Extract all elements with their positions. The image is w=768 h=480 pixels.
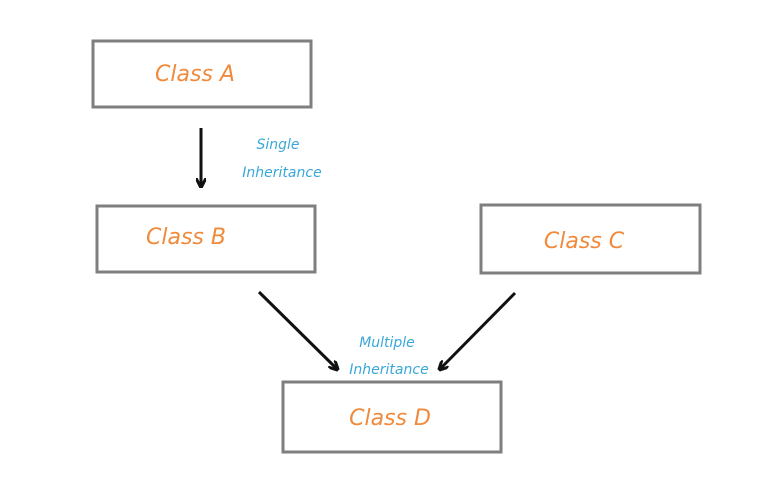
class-c-label: Class C xyxy=(544,229,625,254)
class-d-box: Class D xyxy=(281,380,503,454)
arrow-c-to-d xyxy=(440,291,517,369)
class-a-box: Class A xyxy=(91,39,313,109)
single-inheritance-note-line1: Single xyxy=(256,137,299,153)
multiple-inheritance-note-line2: Inheritance xyxy=(349,362,428,378)
class-d-label: Class D xyxy=(349,406,431,431)
multiple-inheritance-note-line1: Multiple xyxy=(359,335,415,351)
class-c-box: Class C xyxy=(479,203,702,275)
class-b-label: Class B xyxy=(146,225,226,250)
arrow-b-to-d xyxy=(257,290,337,369)
single-inheritance-note-line2: Inheritance xyxy=(242,165,321,181)
class-a-label: Class A xyxy=(155,62,235,87)
class-b-box: Class B xyxy=(95,204,317,274)
